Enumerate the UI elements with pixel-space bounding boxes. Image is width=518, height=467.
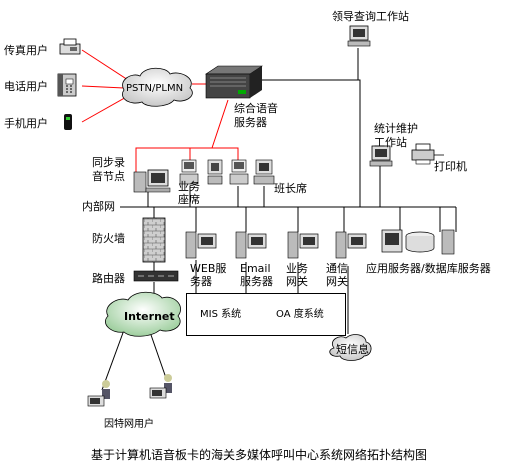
agent-seat-icon	[229, 159, 249, 185]
label-phone-user: 电话用户	[4, 80, 48, 93]
label-web-2: 务器	[190, 275, 212, 288]
label-email-2: 服务器	[240, 275, 273, 288]
fax-icon	[59, 38, 81, 55]
mobile-phone-icon	[64, 114, 72, 130]
label-biz-gw-1: 业务	[286, 262, 308, 275]
sms-cloud	[329, 334, 372, 361]
stats-workstation-icon	[369, 145, 393, 167]
label-lan: 内部网	[82, 200, 115, 213]
printer-icon	[411, 143, 444, 165]
label-app-db: 应用服务器/数据库服务器	[366, 262, 491, 275]
label-web-1: WEB服	[190, 262, 227, 275]
internet-cloud	[105, 291, 181, 337]
business-gateway-icon	[287, 231, 319, 259]
label-net-user: 因特网用户	[104, 419, 154, 430]
phone-icon	[57, 73, 77, 97]
pstn-cloud	[122, 67, 193, 107]
label-voice-server-1: 综合语音	[234, 102, 278, 115]
firewall-icon	[142, 217, 166, 263]
label-comm-gw-2: 网关	[326, 275, 348, 288]
label-email-1: Email	[240, 262, 271, 275]
agent-seat-icon	[179, 159, 223, 185]
label-leader-ws: 领导查询工作站	[332, 10, 409, 23]
router-icon	[133, 270, 179, 282]
label-comm-gw-1: 通信	[326, 262, 348, 275]
email-server-icon	[235, 231, 267, 259]
web-server-icon	[185, 231, 217, 259]
comm-gateway-icon	[335, 231, 367, 259]
label-stats-ws-2: 工作站	[374, 136, 407, 149]
label-stats-ws-1: 统计维护	[374, 122, 418, 135]
sync-recording-node-icon	[133, 169, 171, 193]
label-mobile-user: 手机用户	[4, 117, 48, 130]
label-agent-2: 座席	[178, 193, 200, 206]
label-fax-user: 传真用户	[4, 44, 48, 57]
label-supervisor: 班长席	[274, 182, 307, 195]
diagram-caption: 基于计算机语音板卡的海关多媒体呼叫中心系统网络拓扑结构图	[90, 448, 427, 462]
label-router: 路由器	[92, 272, 125, 285]
label-sync-2: 音节点	[92, 170, 125, 183]
supervisor-seat-icon	[253, 159, 275, 185]
label-biz-gw-2: 网关	[286, 275, 308, 288]
internet-user-icon	[87, 380, 110, 407]
mis-oa-box	[186, 293, 346, 336]
label-printer: 打印机	[434, 160, 467, 173]
label-internet: Internet	[124, 310, 175, 323]
label-voice-server-2: 服务器	[234, 116, 267, 129]
label-firewall: 防火墙	[92, 232, 125, 245]
label-mis: MIS 系统	[200, 309, 242, 320]
label-agent-1: 业务	[178, 180, 200, 193]
label-oa: OA 度系统	[276, 309, 324, 320]
voice-server-icon	[205, 65, 263, 99]
label-sms: 短信息	[336, 343, 369, 356]
app-db-server-icon	[381, 229, 455, 255]
label-pstn: PSTN/PLMN	[126, 83, 184, 94]
label-sync-1: 同步录	[92, 156, 125, 169]
leader-workstation-icon	[347, 25, 371, 47]
phone-links	[81, 49, 239, 172]
internet-user-icon	[149, 374, 172, 399]
